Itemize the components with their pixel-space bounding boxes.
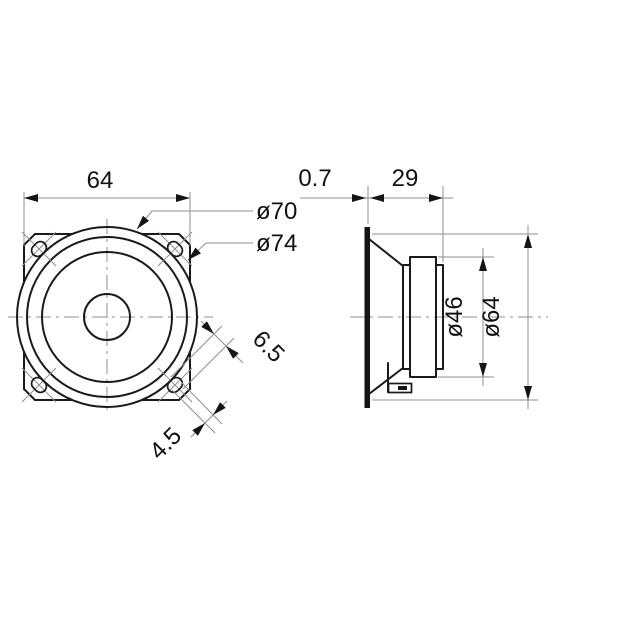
gasket-inner-circle (26, 236, 188, 398)
dust-cap-circle (83, 293, 131, 341)
slot-width-label: 4.5 (144, 422, 187, 465)
magnet-diameter-label: ø46 (441, 296, 468, 337)
mounting-depth-label: 29 (392, 165, 419, 192)
frame-width-label: 64 (87, 167, 114, 194)
front-view: 64 ø70 ø74 6.5 4.5 (8, 167, 297, 465)
side-view: 0.7 29 ø46 ø64 (298, 165, 548, 409)
mounting-slot-bottom-right (166, 376, 184, 394)
slot-length-label: 6.5 (247, 325, 290, 368)
back-plate (435, 264, 444, 370)
mounting-slot-bottom-left (30, 376, 48, 394)
cone-lower-line (368, 367, 404, 395)
cone-circle (41, 251, 173, 383)
dimension-flange-and-depth: 0.7 29 (298, 165, 453, 262)
flange-thickness-label: 0.7 (298, 165, 331, 192)
hole-circle-label: ø74 (256, 230, 297, 257)
frame-diameter-label: ø64 (478, 296, 505, 337)
mounting-slot-top-left (30, 240, 48, 258)
mounting-holes (21, 231, 193, 403)
gasket-outer-circle (16, 226, 198, 408)
terminal-lug (387, 362, 413, 394)
dimension-frame-diameter: ø64 (372, 225, 538, 409)
mounting-slot-top-right (166, 240, 184, 258)
cone-upper-line (368, 238, 404, 267)
gasket-diameter-label: ø70 (256, 198, 297, 225)
dimension-frame-width: 64 (23, 167, 191, 246)
flange-plate (364, 227, 370, 408)
dimension-magnet-diameter: ø46 (438, 248, 494, 386)
dimension-hole-circle: ø74 (185, 230, 297, 263)
dimension-gasket-diameter: ø70 (133, 198, 297, 232)
